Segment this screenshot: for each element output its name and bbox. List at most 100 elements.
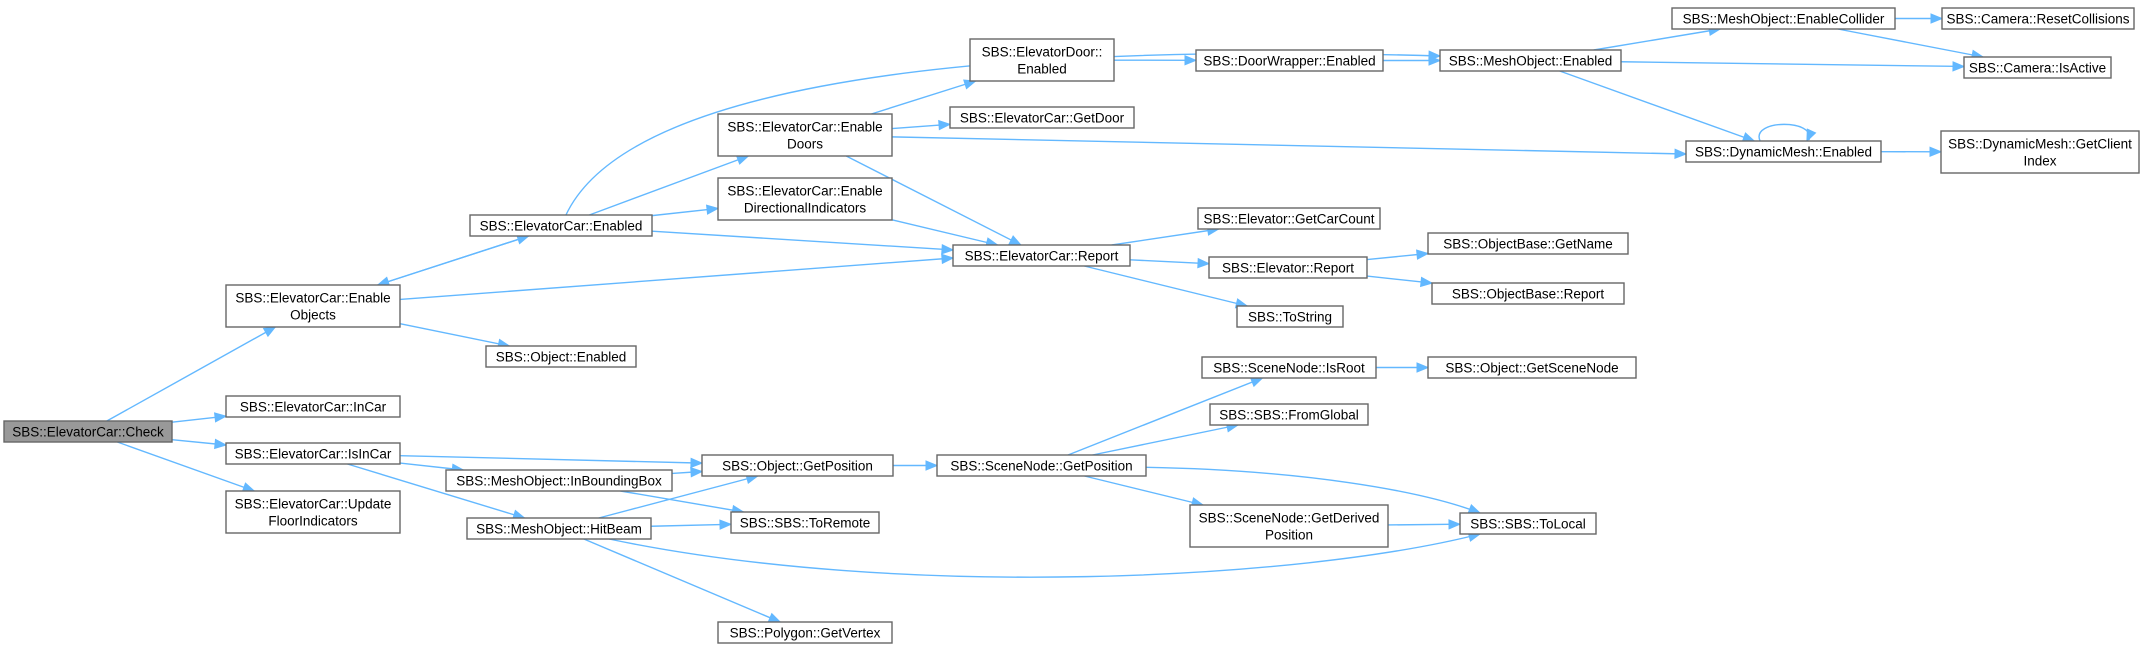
node-box[interactable] [1189,504,1389,548]
node-box[interactable] [1427,232,1629,255]
node-box[interactable] [1209,403,1369,426]
edge-enable-objects-to-car-report-arrowhead [941,253,955,265]
node-box[interactable] [1427,356,1637,379]
node-objectbase-report[interactable]: SBS::ObjectBase::Report [1431,282,1625,305]
edge-hitbeam-to-toremote [650,523,732,527]
node-box[interactable] [1197,207,1381,230]
node-box[interactable] [936,454,1147,477]
node-check[interactable]: SBS::ElevatorCar::Check [3,420,173,443]
node-box[interactable] [1195,49,1384,72]
node-box[interactable] [1208,256,1368,279]
node-getvertex[interactable]: SBS::Polygon::GetVertex [717,621,893,644]
node-isroot[interactable]: SBS::SceneNode::IsRoot [1201,356,1377,379]
node-inboundingbox[interactable]: SBS::MeshObject::InBoundingBox [445,469,673,492]
edge-enable-doors-to-dynamicmesh-enabled-arrowhead [1674,148,1688,159]
node-label: SBS::ElevatorCar::Enable [727,184,882,199]
node-box[interactable] [485,345,637,368]
node-box[interactable] [225,490,401,534]
node-tostring[interactable]: SBS::ToString [1236,305,1344,328]
node-label: SBS::DynamicMesh::GetClient [1948,137,2132,152]
node-tolocal[interactable]: SBS::SBS::ToLocal [1459,512,1597,535]
node-isactive[interactable]: SBS::Camera::IsActive [1963,56,2112,79]
node-box[interactable] [445,469,673,492]
edge-check-to-enable-objects [106,326,276,422]
node-box[interactable] [717,621,893,644]
node-label: SBS::ObjectBase::GetName [1443,237,1613,252]
edge-car-report-to-tostring [1084,265,1248,307]
edge-door-enabled-to-doorwrapper-enabled-arrowhead [1184,55,1198,66]
node-doorwrapper-enabled[interactable]: SBS::DoorWrapper::Enabled [1195,49,1384,72]
node-toremote[interactable]: SBS::SBS::ToRemote [730,511,880,534]
node-box[interactable] [1431,282,1625,305]
node-label: SBS::SceneNode::GetDerived [1199,511,1380,526]
edge-isroot-to-getscenenode-arrowhead [1416,362,1430,373]
node-box[interactable] [1671,7,1896,30]
node-car-enabled[interactable]: SBS::ElevatorCar::Enabled [469,214,653,237]
node-getcarcount[interactable]: SBS::Elevator::GetCarCount [1197,207,1381,230]
node-box[interactable] [717,113,893,157]
node-isincar[interactable]: SBS::ElevatorCar::IsInCar [225,442,401,465]
node-box[interactable] [1941,7,2135,30]
edge-check-to-update-floor [117,441,255,492]
node-getdoor[interactable]: SBS::ElevatorCar::GetDoor [949,106,1135,129]
edge-enable-doors-to-dynamicmesh-enabled [891,136,1687,155]
node-box[interactable] [1685,140,1882,163]
node-box[interactable] [3,420,173,443]
node-box[interactable] [1963,56,2112,79]
node-label: Position [1265,528,1313,543]
node-getscenenode[interactable]: SBS::Object::GetSceneNode [1427,356,1637,379]
node-box[interactable] [952,244,1131,267]
node-enablecollider[interactable]: SBS::MeshObject::EnableCollider [1671,7,1896,30]
edge-enable-objects-to-object-enabled [399,323,510,347]
edge-car-enabled-to-enable-doors-arrowhead [735,155,750,165]
node-box[interactable] [1439,49,1622,72]
node-box[interactable] [1201,356,1377,379]
node-box[interactable] [225,395,401,418]
node-dynamicmesh-enabled[interactable]: SBS::DynamicMesh::Enabled [1685,140,1882,163]
edge-hitbeam-to-getposition [598,475,758,519]
node-getposition[interactable]: SBS::Object::GetPosition [701,454,894,477]
node-elevator-report[interactable]: SBS::Elevator::Report [1208,256,1368,279]
node-door-enabled[interactable]: SBS::ElevatorDoor::Enabled [969,38,1115,82]
node-box[interactable] [466,517,652,540]
node-label: SBS::SBS::ToRemote [740,516,871,531]
node-label: SBS::ElevatorCar::InCar [240,400,387,415]
edge-dynamicmesh-enabled-to-getclientindex-arrowhead [1929,146,1943,158]
node-box[interactable] [730,511,880,534]
edge-car-enabled-to-enable-doors [589,155,749,216]
node-label: SBS::Elevator::GetCarCount [1203,212,1374,227]
node-enable-dir[interactable]: SBS::ElevatorCar::EnableDirectionalIndic… [717,177,893,221]
node-box[interactable] [225,284,401,328]
node-box[interactable] [1236,305,1344,328]
node-label: SBS::ElevatorCar::Update [235,497,392,512]
node-resetcollisions[interactable]: SBS::Camera::ResetCollisions [1941,7,2135,30]
node-object-enabled[interactable]: SBS::Object::Enabled [485,345,637,368]
edge-car-enabled-to-enable-dir-arrowhead [706,204,720,215]
node-hitbeam[interactable]: SBS::MeshObject::HitBeam [466,517,652,540]
node-label: SBS::Object::GetSceneNode [1445,361,1618,376]
node-getname[interactable]: SBS::ObjectBase::GetName [1427,232,1629,255]
node-scenenode-getposition[interactable]: SBS::SceneNode::GetPosition [936,454,1147,477]
node-box[interactable] [1459,512,1597,535]
edge-check-to-incar-arrowhead [213,412,228,423]
node-label: Enabled [1017,62,1067,77]
node-meshobject-enabled[interactable]: SBS::MeshObject::Enabled [1439,49,1622,72]
node-box[interactable] [225,442,401,465]
node-incar[interactable]: SBS::ElevatorCar::InCar [225,395,401,418]
node-box[interactable] [969,38,1115,82]
node-box[interactable] [1940,130,2140,174]
node-box[interactable] [701,454,894,477]
node-box[interactable] [949,106,1135,129]
edge-elevator-report-to-getname-arrowhead [1416,249,1430,260]
node-box[interactable] [469,214,653,237]
node-car-report[interactable]: SBS::ElevatorCar::Report [952,244,1131,267]
node-box[interactable] [717,177,893,221]
edge-enable-doors-to-door-enabled [871,80,976,115]
node-fromglobal[interactable]: SBS::SBS::FromGlobal [1209,403,1369,426]
